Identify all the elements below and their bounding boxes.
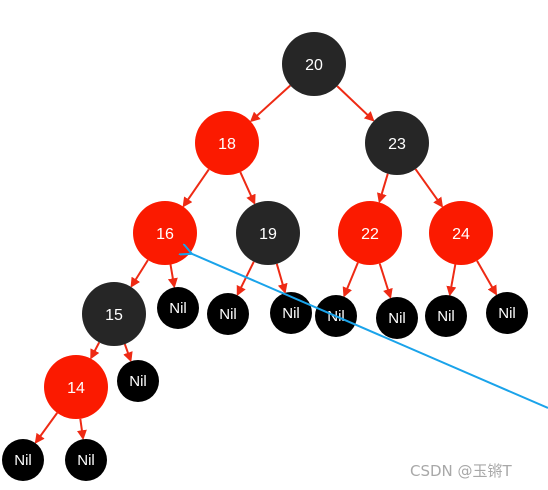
- node-circle: [282, 32, 346, 96]
- node-label: Nil: [14, 452, 32, 469]
- node-circle: [157, 287, 199, 329]
- tree-node-n22: 22: [338, 201, 402, 265]
- node-circle: [376, 297, 418, 339]
- node-label: Nil: [498, 305, 516, 322]
- node-label: Nil: [77, 452, 95, 469]
- tree-edges: [34, 84, 497, 444]
- nil-node-nil14r: Nil: [65, 439, 107, 481]
- edge-n23-n22: [377, 173, 389, 204]
- node-label: Nil: [437, 308, 455, 325]
- edge-n20-n23: [336, 85, 375, 122]
- edge-n23-n24: [414, 168, 444, 208]
- tree-node-n20: 20: [282, 32, 346, 96]
- edge-n15-n14: [90, 341, 101, 360]
- pointer-arrow: [190, 253, 548, 409]
- node-circle: [486, 292, 528, 334]
- tree-node-n18: 18: [195, 111, 259, 175]
- edge-n24-nil24l: [446, 264, 457, 297]
- edge-n16-n15: [130, 259, 149, 288]
- nil-node-nil24r: Nil: [486, 292, 528, 334]
- nil-node-nil24l: Nil: [425, 295, 467, 337]
- node-label: 19: [259, 226, 277, 243]
- node-label: 14: [67, 380, 85, 397]
- node-circle: [44, 355, 108, 419]
- node-label: 18: [218, 136, 236, 153]
- node-label: 16: [156, 226, 174, 243]
- tree-node-n23: 23: [365, 111, 429, 175]
- node-circle: [2, 439, 44, 481]
- edge-n18-n16: [182, 168, 210, 208]
- node-circle: [338, 201, 402, 265]
- node-label: Nil: [129, 373, 147, 390]
- node-circle: [365, 111, 429, 175]
- node-label: 23: [388, 136, 406, 153]
- edge-n24-nil24r: [476, 260, 497, 296]
- node-circle: [82, 282, 146, 346]
- tree-node-n19: 19: [236, 201, 300, 265]
- node-label: Nil: [282, 305, 300, 322]
- edge-n20-n18: [249, 84, 291, 123]
- edge-n19-nil19r: [275, 263, 288, 294]
- node-circle: [236, 201, 300, 265]
- nil-node-nil19l: Nil: [207, 293, 249, 335]
- node-label: Nil: [388, 310, 406, 327]
- tree-node-n15: 15: [82, 282, 146, 346]
- nil-node-nil19r: Nil: [270, 292, 312, 334]
- tree-node-n14: 14: [44, 355, 108, 419]
- node-label: 24: [452, 226, 470, 243]
- node-circle: [425, 295, 467, 337]
- watermark-text: CSDN @玉锵T: [410, 462, 512, 480]
- node-label: 22: [361, 226, 379, 243]
- node-circle: [207, 293, 249, 335]
- edge-n15-nil15r: [123, 343, 133, 363]
- nil-node-nil15r: Nil: [117, 360, 159, 402]
- node-circle: [195, 111, 259, 175]
- node-circle: [429, 201, 493, 265]
- node-label: Nil: [219, 306, 237, 323]
- edge-n14-nil14l: [34, 412, 59, 444]
- tree-node-n24: 24: [429, 201, 493, 265]
- edge-n22-nil22l: [342, 262, 359, 298]
- nil-node-nil22r: Nil: [376, 297, 418, 339]
- nil-node-nil16r: Nil: [157, 287, 199, 329]
- edge-n22-nil22r: [378, 263, 393, 299]
- node-circle: [270, 292, 312, 334]
- edge-n14-nil14r: [76, 418, 87, 441]
- node-circle: [65, 439, 107, 481]
- node-label: 15: [105, 307, 123, 324]
- edge-n16-nil16r: [167, 264, 178, 289]
- tree-node-n16: 16: [133, 201, 197, 265]
- nil-node-nil14l: Nil: [2, 439, 44, 481]
- edge-n18-n19: [239, 171, 256, 205]
- node-label: Nil: [169, 300, 187, 317]
- node-circle: [117, 360, 159, 402]
- node-label: 20: [305, 57, 323, 74]
